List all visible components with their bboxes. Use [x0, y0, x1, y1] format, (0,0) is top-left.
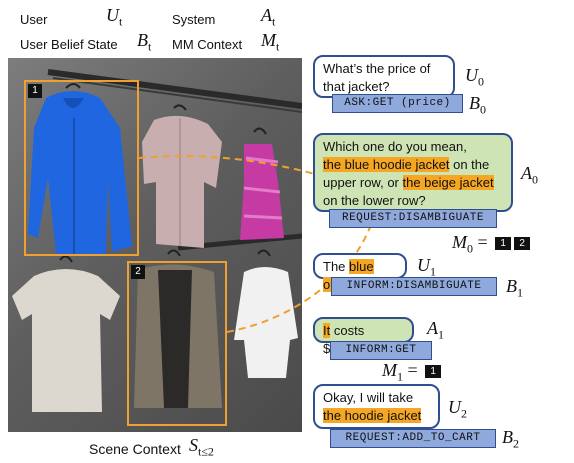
user-symbol-2: U2 [448, 397, 467, 421]
belief-tag-2: REQUEST:ADD_TO_CART [330, 429, 496, 448]
scene-image [8, 58, 302, 432]
blue-hoodie-jacket [28, 83, 132, 254]
mm-badge-2: 2 [514, 237, 531, 251]
belief-tag-1: INFORM:DISAMBIGUATE [331, 277, 497, 296]
beige-jacket [134, 249, 222, 408]
legend-system-label: System [172, 12, 216, 27]
white-tshirt [12, 255, 120, 412]
belief-tag-0: ASK:GET (price) [332, 94, 463, 113]
white-shirt [234, 249, 298, 378]
system-utterance-0: Which one do you mean, the blue hoodie j… [313, 133, 513, 212]
highlight-blue-hoodie: the blue hoodie jacket [323, 157, 450, 172]
system-act-tag-1: INFORM:GET [330, 341, 432, 360]
user-symbol-1: U1 [417, 255, 436, 279]
scene-caption: Scene Context [89, 441, 181, 457]
object-label-2: 2 [131, 265, 145, 279]
highlight-it: It [323, 323, 331, 338]
system-utterance-1: It costs $20.99 [313, 317, 414, 356]
legend-mm-symbol: Mt [261, 30, 280, 54]
user-utterance-2: Okay, I will take the hoodie jacket [313, 384, 440, 429]
highlight-hoodie-jacket: the hoodie jacket [323, 408, 422, 423]
object-label-1: 1 [28, 84, 42, 98]
legend-mm-label: MM Context [172, 37, 243, 52]
legend-user-label: User [20, 12, 48, 27]
clothing-rack-illustration [12, 69, 302, 412]
belief-symbol-0: B0 [469, 93, 486, 117]
legend-system-symbol: At [261, 5, 276, 29]
user-utterance-0: What’s the price of that jacket? [313, 55, 455, 98]
mm-badge-1: 1 [495, 237, 512, 251]
object-box-2 [127, 261, 227, 426]
system-symbol-0: A0 [521, 163, 538, 187]
belief-symbol-1: B1 [506, 276, 523, 300]
user-utterance-1: The blue one [313, 253, 407, 292]
mm-badge-1: 1 [425, 365, 442, 379]
highlight-beige-jacket: the beige jacket [402, 175, 494, 190]
legend-belief-label: User Belief State [20, 37, 118, 52]
magenta-top [240, 127, 284, 240]
belief-symbol-2: B2 [502, 427, 519, 451]
mm-context-1: M1 = 1 [382, 360, 442, 385]
user-symbol-0: U0 [465, 65, 484, 89]
system-symbol-1: A1 [427, 318, 444, 342]
pink-shirt [142, 104, 222, 248]
legend-belief-symbol: Bt [137, 30, 152, 54]
system-act-tag-0: REQUEST:DISAMBIGUATE [329, 209, 497, 228]
object-box-1 [24, 80, 139, 256]
legend-user-symbol: Ut [106, 5, 123, 29]
scene-caption-symbol: St≤2 [189, 435, 214, 459]
